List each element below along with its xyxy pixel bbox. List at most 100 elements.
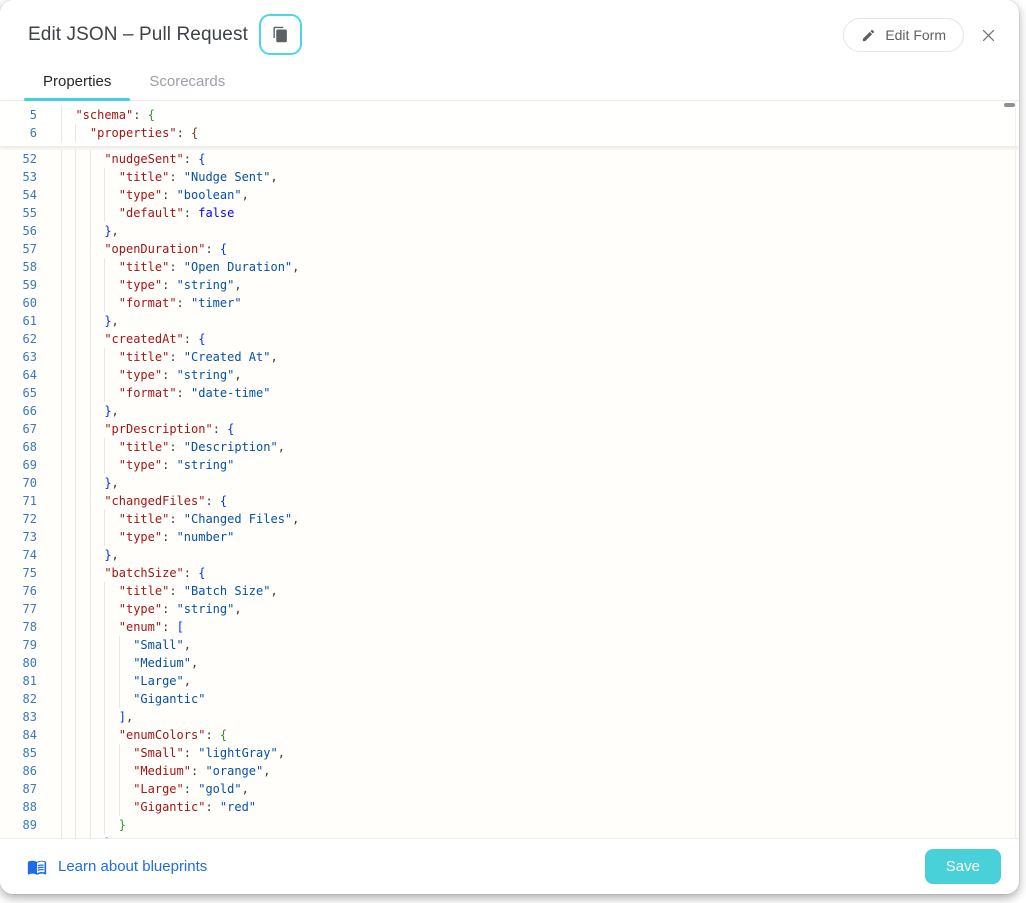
indent-guide: [89, 528, 104, 546]
code-line: 52"nudgeSent": {: [0, 150, 1019, 168]
line-number: 87: [22, 782, 37, 796]
code-line: 90},: [0, 834, 1019, 839]
indent-guide: [61, 672, 75, 690]
code-line: 5"schema": {: [0, 106, 1019, 124]
indent-guide: [61, 816, 75, 834]
indent-guide: [89, 636, 104, 654]
indent-guide: [61, 456, 75, 474]
indent-guide: [75, 204, 89, 222]
dialog-header: Edit JSON – Pull Request Edit Form: [0, 0, 1019, 55]
indent-guide: [61, 258, 75, 276]
indent-guide: [104, 762, 118, 780]
indent-guide: [75, 150, 89, 168]
indent-guide: [75, 510, 89, 528]
indent-guide: [61, 654, 75, 672]
indent-guide: [104, 708, 118, 726]
code-line: 80"Medium",: [0, 654, 1019, 672]
code-line: 72"title": "Changed Files",: [0, 510, 1019, 528]
indent-guide: [89, 816, 104, 834]
code-line: 58"title": "Open Duration",: [0, 258, 1019, 276]
indent-guide: [75, 618, 89, 636]
indent-guide: [89, 744, 104, 762]
indent-guide: [104, 276, 118, 294]
save-button[interactable]: Save: [924, 849, 1001, 884]
learn-about-blueprints-link[interactable]: Learn about blueprints: [27, 857, 207, 877]
code-line: 74},: [0, 546, 1019, 564]
scrollbar-thumb[interactable]: [1004, 103, 1015, 107]
indent-guide: [61, 690, 75, 708]
indent-guide: [118, 690, 133, 708]
line-number: 70: [22, 476, 37, 490]
indent-guide: [61, 474, 75, 492]
indent-guide: [75, 330, 89, 348]
edit-form-label: Edit Form: [885, 27, 946, 43]
indent-guide: [61, 600, 75, 618]
code-line: 83],: [0, 708, 1019, 726]
indent-guide: [89, 834, 104, 839]
indent-guide: [75, 798, 89, 816]
copy-button[interactable]: [258, 14, 302, 55]
line-number: 89: [22, 818, 37, 832]
code-line: 88"Gigantic": "red": [0, 798, 1019, 816]
indent-guide: [61, 636, 75, 654]
tab-scorecards[interactable]: Scorecards: [130, 63, 244, 100]
indent-guide: [118, 636, 133, 654]
indent-guide: [118, 762, 133, 780]
indent-guide: [61, 294, 75, 312]
line-number: 85: [22, 746, 37, 760]
indent-guide: [61, 708, 75, 726]
line-number: 67: [22, 422, 37, 436]
indent-guide: [89, 276, 104, 294]
indent-guide: [61, 438, 75, 456]
json-code-editor[interactable]: 5"schema": {6"properties": { 52"nudgeSen…: [0, 101, 1019, 839]
indent-guide: [61, 150, 75, 168]
tab-properties[interactable]: Properties: [24, 63, 131, 101]
line-number: 6: [29, 126, 37, 140]
code-line: 66},: [0, 402, 1019, 420]
dialog-footer: Learn about blueprints Save: [0, 838, 1019, 894]
indent-guide: [89, 654, 104, 672]
indent-guide: [89, 690, 104, 708]
line-number: 60: [22, 296, 37, 310]
line-number: 59: [22, 278, 37, 292]
code-line: 57"openDuration": {: [0, 240, 1019, 258]
indent-guide: [104, 528, 118, 546]
code-line: 53"title": "Nudge Sent",: [0, 168, 1019, 186]
indent-guide: [89, 546, 104, 564]
code-line: 64"type": "string",: [0, 366, 1019, 384]
indent-guide: [75, 402, 89, 420]
indent-guide: [104, 690, 118, 708]
indent-guide: [89, 222, 104, 240]
sticky-scroll-lines: 5"schema": {6"properties": {: [0, 101, 1019, 147]
copy-icon: [272, 26, 289, 43]
indent-guide: [89, 474, 104, 492]
line-number: 73: [22, 530, 37, 544]
indent-guide: [61, 726, 75, 744]
line-number: 62: [22, 332, 37, 346]
indent-guide: [61, 312, 75, 330]
tab-properties-label: Properties: [43, 73, 112, 90]
indent-guide: [118, 672, 133, 690]
indent-guide: [104, 780, 118, 798]
line-number: 63: [22, 350, 37, 364]
indent-guide: [89, 798, 104, 816]
indent-guide: [104, 186, 118, 204]
indent-guide: [104, 366, 118, 384]
indent-guide: [75, 366, 89, 384]
indent-guide: [89, 492, 104, 510]
indent-guide: [75, 492, 89, 510]
code-line: 87"Large": "gold",: [0, 780, 1019, 798]
learn-link-label: Learn about blueprints: [58, 858, 208, 875]
indent-guide: [89, 762, 104, 780]
line-number: 66: [22, 404, 37, 418]
indent-guide: [75, 222, 89, 240]
indent-guide: [104, 348, 118, 366]
indent-guide: [89, 150, 104, 168]
indent-guide: [104, 654, 118, 672]
indent-guide: [61, 564, 75, 582]
edit-form-button[interactable]: Edit Form: [843, 18, 964, 52]
indent-guide: [89, 564, 104, 582]
close-button[interactable]: [980, 27, 997, 44]
code-line: 67"prDescription": {: [0, 420, 1019, 438]
indent-guide: [89, 600, 104, 618]
